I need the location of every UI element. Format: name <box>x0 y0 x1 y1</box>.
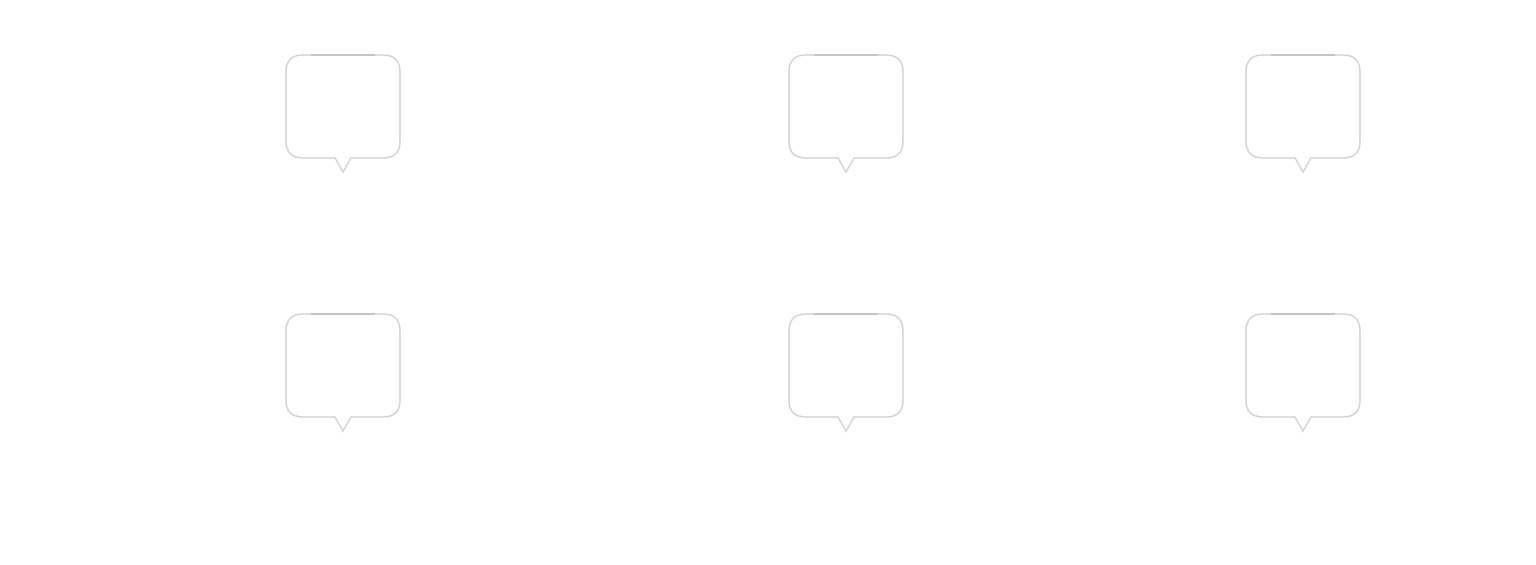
speech-bubble-icon <box>283 311 403 435</box>
speech-bubble-icon <box>786 52 906 176</box>
speech-bubble-icon <box>786 311 906 435</box>
speech-bubble-icon <box>1243 52 1363 176</box>
speech-bubble-icon <box>283 52 403 176</box>
speech-bubble-icon <box>1243 311 1363 435</box>
